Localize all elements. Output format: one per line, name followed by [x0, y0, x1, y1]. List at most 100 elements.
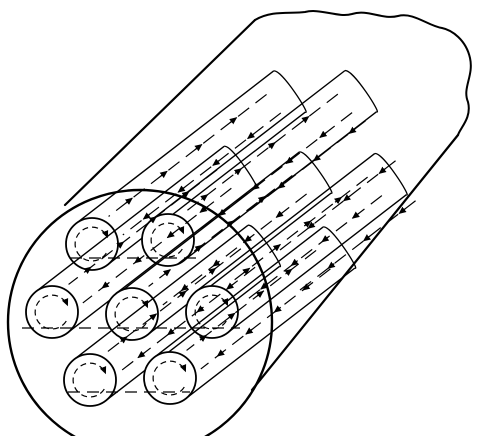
- arrowhead-icon: [229, 117, 238, 125]
- arrowhead-icon: [142, 212, 151, 220]
- arrowhead-icon: [149, 313, 158, 321]
- current-path-dashed: [186, 249, 317, 351]
- current-path-dashed: [299, 198, 419, 291]
- cable-lower-edge: [250, 133, 460, 392]
- arrowhead-icon: [226, 282, 235, 290]
- arrowhead-icon: [226, 220, 235, 228]
- strand-frayed-end: [344, 69, 379, 113]
- arrowhead-icon: [159, 170, 168, 179]
- arrowhead-icon: [178, 290, 187, 298]
- arrowhead-icon: [166, 230, 175, 239]
- strand-edge: [35, 145, 225, 293]
- arrowhead-icon: [255, 290, 264, 298]
- arrowhead-icon: [181, 190, 190, 199]
- arrowhead-icon: [198, 334, 207, 342]
- arrowhead-icon: [342, 194, 351, 202]
- arrowhead-icon: [307, 221, 316, 229]
- arrowhead-icon: [275, 210, 284, 218]
- arrowhead-icon: [208, 267, 217, 276]
- arrowhead-icon: [362, 234, 371, 242]
- current-path-dashed: [148, 174, 293, 287]
- current-path-dashed: [106, 248, 242, 353]
- current-path-dashed: [108, 93, 267, 217]
- arrowhead-icon: [319, 130, 328, 139]
- strand-frayed-end: [247, 224, 282, 268]
- current-arrow-group: [22, 93, 419, 398]
- strand-edge: [153, 226, 324, 359]
- strand-cross-section: [63, 353, 117, 407]
- arrowhead-icon: [277, 181, 286, 189]
- strand-edge: [73, 224, 249, 361]
- arrowhead-icon: [119, 336, 128, 344]
- arrowhead-icon: [312, 154, 321, 162]
- strand-cross-section: [25, 285, 79, 339]
- arrowhead-icon: [83, 266, 92, 274]
- strand-frayed-end: [223, 145, 258, 189]
- strand-edge: [185, 267, 356, 400]
- cable-upper-edge: [63, 18, 257, 207]
- arrowhead-icon: [212, 158, 221, 166]
- strand-edge: [75, 70, 275, 225]
- arrowhead-icon: [257, 195, 266, 204]
- strand-edge: [105, 265, 281, 402]
- arrowhead-icon: [200, 194, 209, 202]
- strand-edge: [115, 151, 300, 295]
- arrowhead-icon: [233, 168, 242, 176]
- arrowhead-icon: [290, 258, 299, 267]
- arrowhead-icon: [242, 267, 251, 275]
- strand-edge: [147, 192, 332, 336]
- arrowhead-icon: [116, 241, 125, 249]
- strand-cross-section: [143, 351, 197, 405]
- circulating-arrow-icon: [34, 294, 69, 330]
- arrowhead-icon: [327, 261, 336, 269]
- arrowhead-icon: [251, 182, 260, 191]
- arrowhead-icon: [166, 328, 175, 336]
- strand-frayed-end: [299, 151, 333, 194]
- cable-cross-section-outline: [6, 188, 274, 436]
- arrowhead-icon: [284, 268, 293, 276]
- arrowhead-icon: [285, 156, 294, 165]
- circulating-arrow-icon: [152, 360, 187, 396]
- arrowhead-icon: [351, 211, 360, 219]
- arrowhead-icon: [302, 283, 311, 291]
- arrowhead-icon: [196, 305, 205, 313]
- arrowhead-icon: [137, 350, 146, 359]
- arrowhead-icon: [334, 196, 343, 205]
- strand-frayed-end: [323, 226, 357, 269]
- arrowhead-icon: [134, 256, 143, 264]
- circulating-arrow-icon: [150, 222, 185, 258]
- strand-frayed-end: [374, 152, 408, 196]
- strand-frayed-end: [273, 70, 307, 113]
- arrowhead-icon: [199, 205, 208, 213]
- current-path-dashed: [68, 169, 218, 285]
- arrowhead-icon: [398, 206, 407, 214]
- arrowhead-icon: [124, 197, 133, 205]
- circulating-arrow-icon: [72, 362, 107, 398]
- arrowhead-icon: [227, 312, 236, 320]
- strand-edge: [227, 194, 407, 334]
- arrowhead-icon: [162, 269, 171, 277]
- strand-group: [25, 69, 408, 407]
- circulating-arrow-icon: [114, 296, 149, 332]
- arrowhead-icon: [246, 131, 256, 140]
- arrowhead-icon: [301, 116, 310, 124]
- arrowhead-icon: [273, 305, 282, 313]
- strand-edge: [195, 153, 376, 293]
- strand-edge: [107, 111, 306, 266]
- arrowhead-icon: [260, 282, 269, 290]
- current-path-dashed: [279, 158, 399, 251]
- current-path-dashed: [184, 93, 339, 213]
- arrowhead-icon: [378, 166, 387, 174]
- arrowhead-icon: [101, 281, 110, 289]
- circulating-arrow-icon: [74, 226, 109, 262]
- arrowhead-icon: [303, 220, 312, 228]
- current-path-dashed: [249, 118, 369, 211]
- strand-5: [185, 152, 408, 339]
- arrowhead-icon: [245, 327, 254, 335]
- arrowhead-icon: [177, 185, 186, 193]
- arrowhead-icon: [212, 259, 221, 267]
- arrowhead-icon: [243, 235, 253, 243]
- frayed-cable-end: [254, 10, 472, 136]
